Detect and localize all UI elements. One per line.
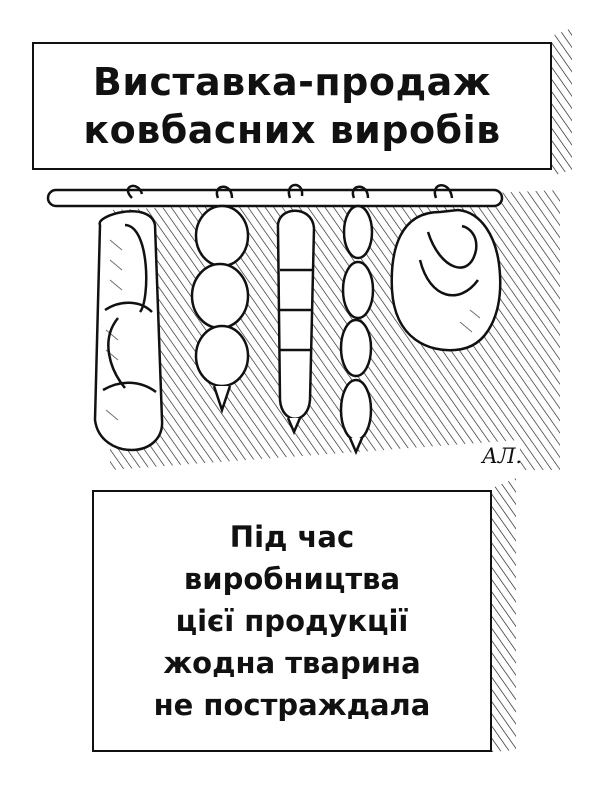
sausage-ring bbox=[390, 184, 502, 352]
disclaimer-line-2: виробництва bbox=[183, 562, 401, 596]
disclaimer-sign: Під час виробництва цієї продукції жодна… bbox=[92, 490, 492, 752]
wall-hatching bbox=[110, 190, 560, 470]
sausage-stick bbox=[276, 183, 316, 436]
disclaimer-line-5: не постраждала bbox=[153, 688, 431, 722]
exhibition-sign: Виставка-продаж ковбасних виробів bbox=[32, 42, 552, 170]
disclaimer-line-4: жодна тварина bbox=[163, 646, 421, 680]
hanging-rod bbox=[46, 188, 504, 208]
sausage-shading bbox=[105, 239, 481, 421]
exhibition-sign-line-2: ковбасних виробів bbox=[83, 108, 501, 152]
top-sign-shadow bbox=[552, 28, 572, 176]
sausage-links-fat bbox=[190, 185, 250, 414]
sausage-chain-long bbox=[93, 184, 164, 452]
artist-signature: АЛ. bbox=[482, 444, 523, 468]
sausage-links-thin bbox=[339, 185, 375, 456]
exhibition-sign-line-1: Виставка-продаж bbox=[92, 60, 492, 104]
bottom-sign-shadow bbox=[492, 478, 516, 752]
disclaimer-line-1: Під час bbox=[229, 520, 355, 554]
disclaimer-line-3: цієї продукції bbox=[175, 604, 409, 638]
